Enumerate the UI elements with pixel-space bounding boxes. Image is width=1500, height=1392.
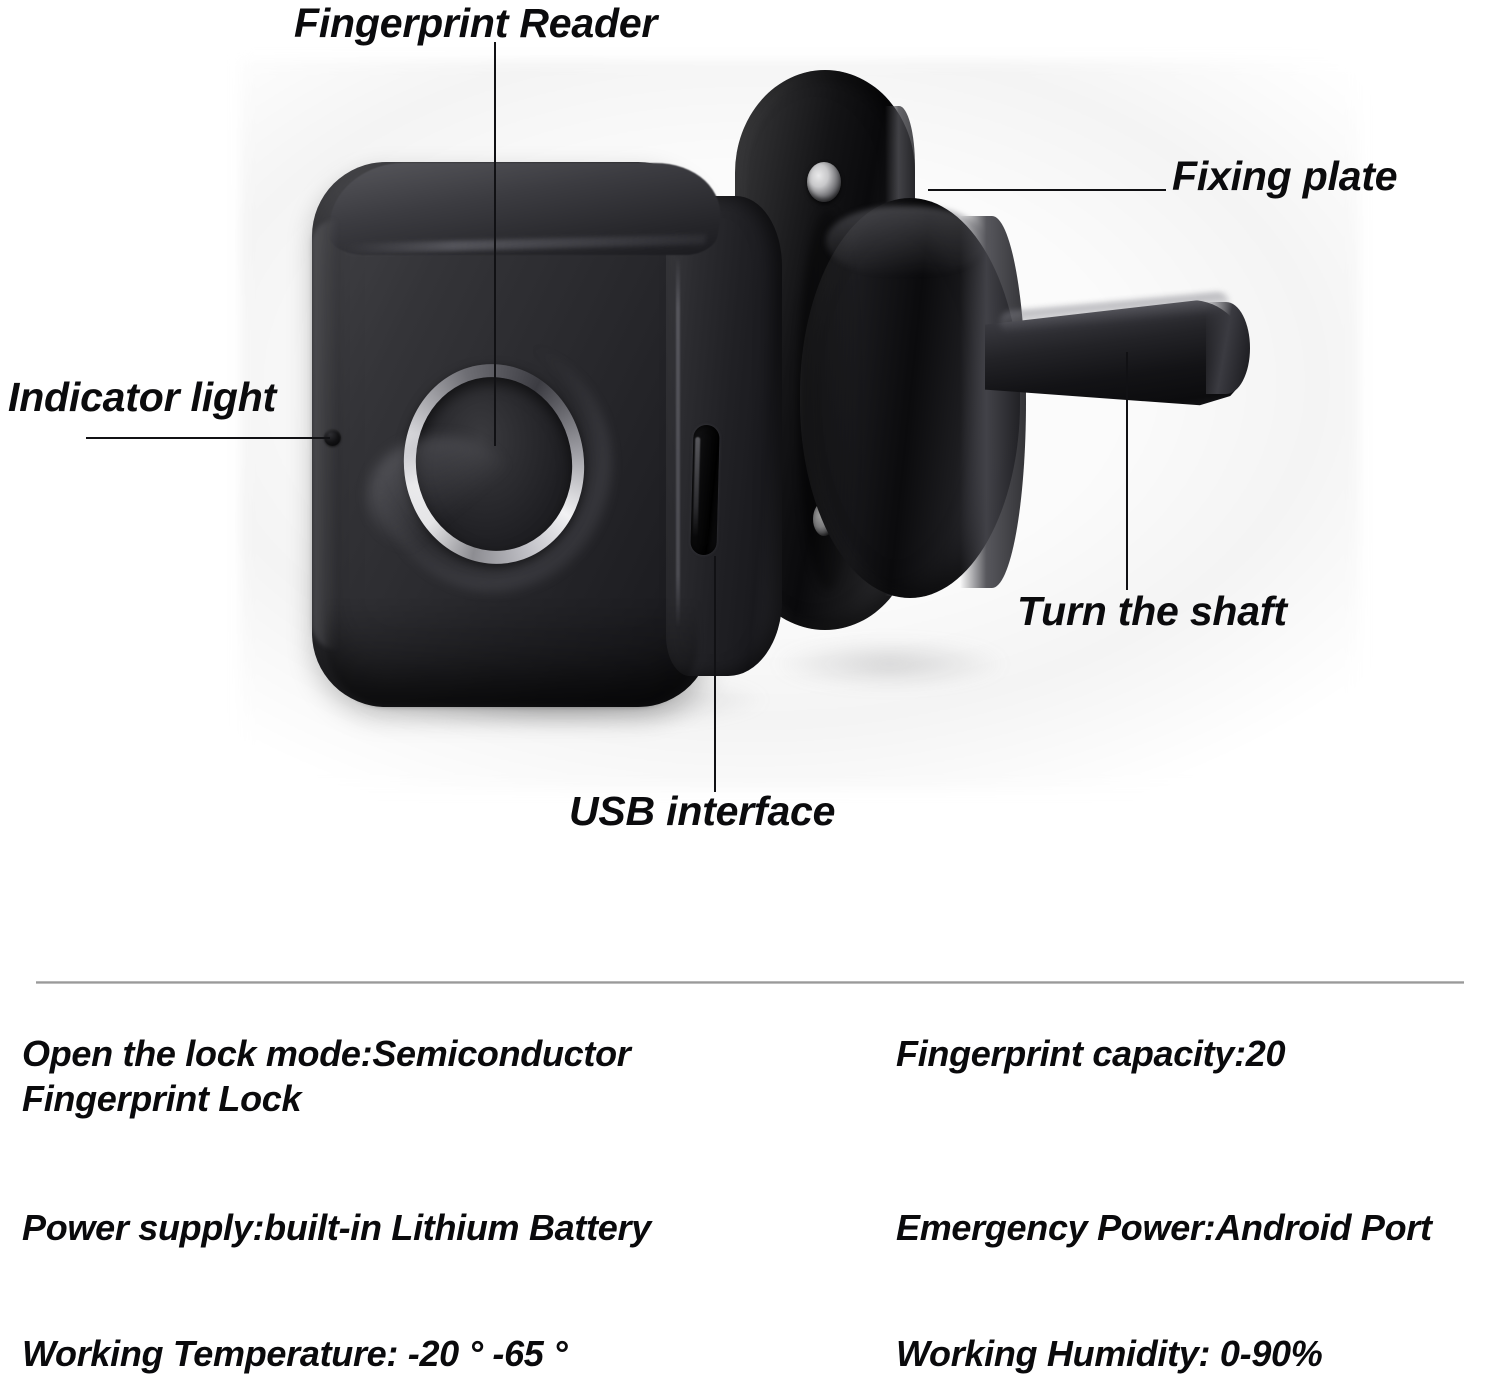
leader-line-indicator-light (86, 437, 330, 439)
lock-body-side-seam (676, 256, 680, 628)
barrel-ground-shadow (770, 640, 1070, 700)
leader-line-fingerprint-reader (494, 42, 496, 446)
cam-barrel-highlight (826, 206, 986, 276)
turn-shaft-tip (1206, 302, 1250, 394)
fingerprint-sensor-reflection (368, 436, 518, 556)
lock-body-bottom-shading (326, 600, 698, 706)
spec-power-supply: Power supply:built-in Lithium Battery (22, 1207, 651, 1248)
cam-barrel-shadow (798, 210, 858, 590)
cam-barrel-rim (960, 216, 1026, 588)
callout-usb-interface: USB interface (569, 788, 836, 834)
product-photo: Fingerprint Reader Fixing plate Indicato… (8, 0, 1398, 834)
callout-fixing-plate: Fixing plate (1172, 153, 1398, 199)
section-divider (36, 981, 1464, 984)
leader-line-fixing-plate (928, 189, 1166, 191)
spec-working-humidity: Working Humidity: 0-90% (896, 1333, 1323, 1374)
spec-open-lock-mode: Open the lock mode:Semiconductor Fingerp… (22, 1033, 631, 1119)
spec-fingerprint-capacity: Fingerprint capacity:20 (896, 1033, 1286, 1074)
lock-body-side-face (666, 196, 782, 676)
specification-list: Open the lock mode:Semiconductor Fingerp… (0, 1010, 1500, 1392)
callout-fingerprint-reader: Fingerprint Reader (294, 0, 658, 46)
fixing-plate-screw-hole-top (807, 162, 841, 202)
spec-working-temperature: Working Temperature: -20 ° -65 ° (22, 1333, 568, 1374)
indicator-light-dot (324, 429, 341, 446)
spec-emergency-power: Emergency Power:Android Port (896, 1207, 1432, 1248)
callout-indicator-light: Indicator light (8, 374, 277, 420)
callout-turn-the-shaft: Turn the shaft (1017, 588, 1287, 634)
leader-line-turn-the-shaft (1126, 352, 1128, 590)
leader-line-usb-interface (714, 556, 716, 792)
